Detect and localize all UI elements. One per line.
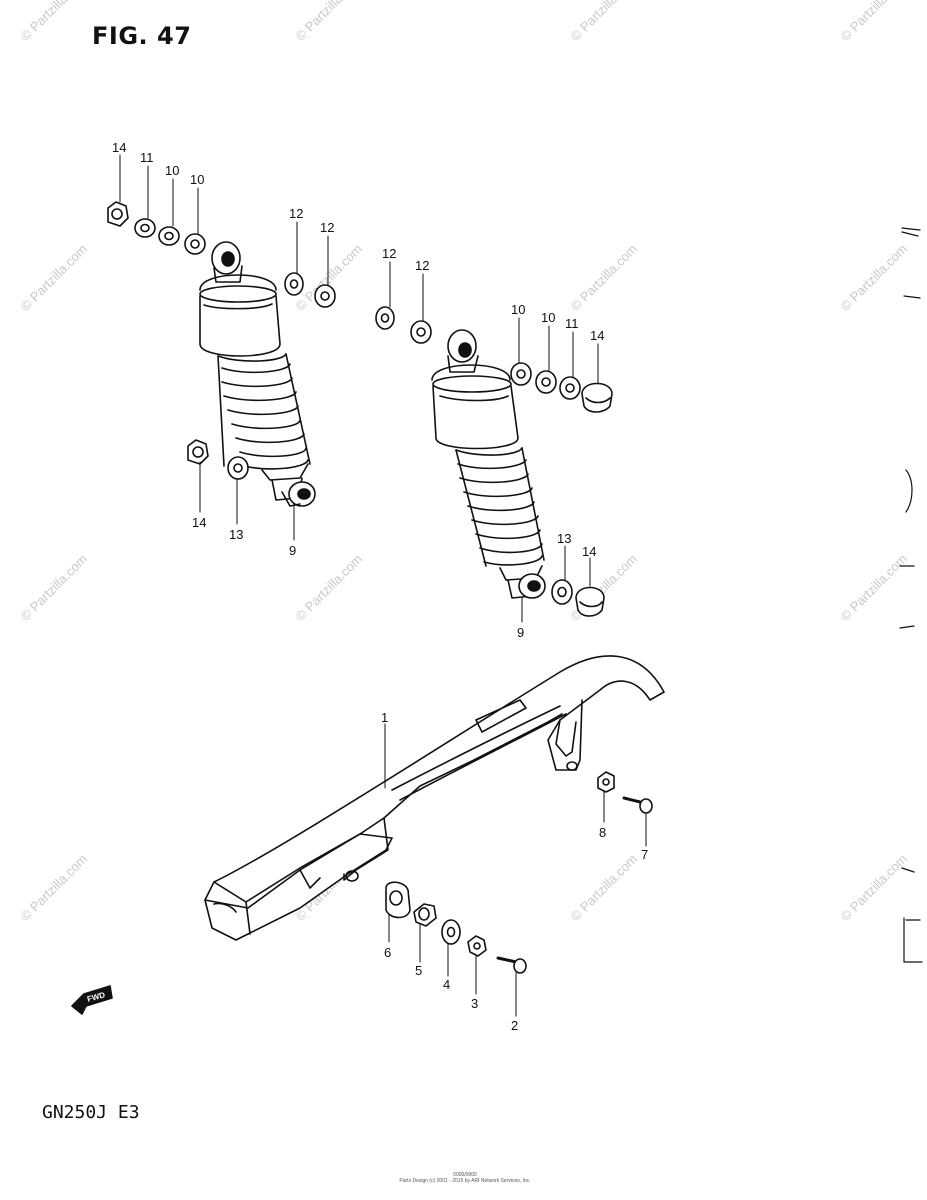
callout-10: 10 xyxy=(190,172,204,187)
callout-11: 11 xyxy=(140,150,154,165)
callout-14: 14 xyxy=(590,328,604,343)
scan-edge-marks xyxy=(899,227,923,963)
footer-copyright: 0000/0000 Parts Design (c) 2001 - 2015 b… xyxy=(360,1172,570,1184)
callout-14: 14 xyxy=(112,140,126,155)
model-label: GN250J E3 xyxy=(42,1102,140,1123)
callout-8: 8 xyxy=(599,825,606,840)
footer-line: 0000/0000 xyxy=(453,1172,477,1178)
forward-arrow-icon xyxy=(71,985,113,1015)
callout-numbers: 14 11 10 10 12 12 12 12 10 10 11 14 14 1… xyxy=(112,140,648,1033)
callout-12: 12 xyxy=(382,246,396,261)
leader-lines xyxy=(119,154,647,1017)
callout-12: 12 xyxy=(415,258,429,273)
callout-10: 10 xyxy=(165,163,179,178)
callout-10: 10 xyxy=(511,302,525,317)
figure-title: FIG. 47 xyxy=(92,22,192,50)
hardware-top-right xyxy=(375,306,613,617)
callout-2: 2 xyxy=(511,1018,518,1033)
callout-11: 11 xyxy=(565,316,579,331)
hardware-top-left xyxy=(107,201,336,480)
rear-shock-absorber-left xyxy=(199,241,316,507)
callout-14: 14 xyxy=(582,544,596,559)
callout-14: 14 xyxy=(192,515,206,530)
chain-case xyxy=(204,655,665,941)
callout-12: 12 xyxy=(320,220,334,235)
callout-6: 6 xyxy=(384,945,391,960)
callout-7: 7 xyxy=(641,847,648,862)
hardware-bottom xyxy=(385,771,653,974)
callout-10: 10 xyxy=(541,310,555,325)
callout-3: 3 xyxy=(471,996,478,1011)
callout-1: 1 xyxy=(381,710,388,725)
callout-5: 5 xyxy=(415,963,422,978)
rear-shock-absorber-right xyxy=(431,329,546,599)
callout-9: 9 xyxy=(517,625,524,640)
footer-line: Parts Design (c) 2001 - 2015 by ARI Netw… xyxy=(399,1178,531,1184)
callout-13: 13 xyxy=(557,531,571,546)
callout-4: 4 xyxy=(443,977,450,992)
callout-9: 9 xyxy=(289,543,296,558)
callout-13: 13 xyxy=(229,527,243,542)
callout-12: 12 xyxy=(289,206,303,221)
